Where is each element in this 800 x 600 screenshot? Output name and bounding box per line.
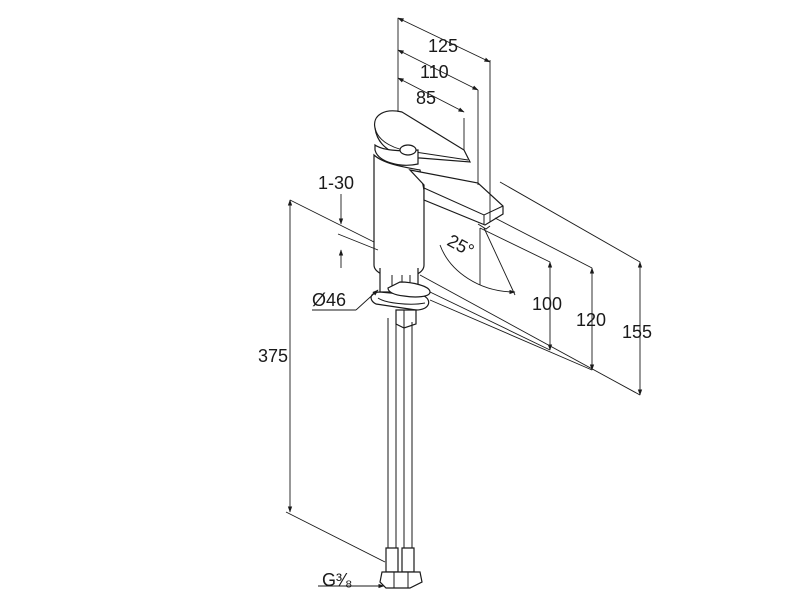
faucet-spout — [408, 169, 504, 226]
dim-label-thread-g38: G³⁄₈ — [322, 570, 352, 590]
dim-label-85: 85 — [416, 88, 436, 108]
dim-label-100: 100 — [532, 294, 562, 314]
lever-handle — [374, 110, 472, 163]
dim-label-1-30: 1-30 — [318, 173, 354, 193]
dim-label-diameter-46: Ø46 — [312, 290, 346, 310]
dimension-lines — [285, 17, 643, 589]
dim-label-110: 110 — [420, 62, 449, 82]
hose-connector-nut — [379, 571, 423, 589]
dim-label-155: 155 — [622, 322, 652, 342]
dim-label-25-degree: 25° — [444, 230, 477, 260]
dim-label-120: 120 — [576, 310, 606, 330]
dim-label-375: 375 — [258, 346, 288, 366]
faucet-body — [370, 110, 504, 589]
dim-label-125: 125 — [428, 36, 458, 56]
